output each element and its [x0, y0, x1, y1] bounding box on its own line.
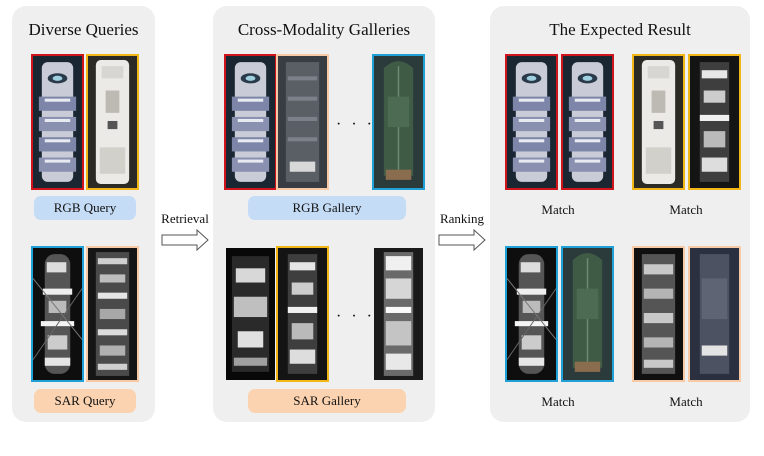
rgb-gallery-image-1[interactable]	[224, 54, 277, 190]
queries-title: Diverse Queries	[28, 20, 139, 39]
sar-query-image-1[interactable]	[31, 246, 84, 382]
ranking-arrow-icon	[438, 229, 486, 251]
rgb-query-image-1[interactable]	[31, 54, 84, 190]
rgb-gallery-image-3[interactable]	[372, 54, 425, 190]
result-sar-query-image[interactable]	[505, 246, 558, 382]
sar-gallery-image-1[interactable]	[224, 246, 277, 382]
retrieval-label: Retrieval	[161, 211, 209, 226]
match-label-bottom-right: Match	[669, 394, 703, 409]
rgb-gallery-ellipsis: · · ·	[336, 116, 375, 133]
sar-gallery-label: SAR Gallery	[248, 389, 406, 413]
result-white-query-image[interactable]	[632, 54, 685, 190]
retrieval-arrow-icon	[161, 229, 209, 251]
ranking-label: Ranking	[439, 211, 485, 226]
rgb-gallery-image-2[interactable]	[276, 54, 329, 190]
match-label-top-right: Match	[669, 202, 703, 217]
result-blur-rgb-match-image[interactable]	[688, 246, 741, 382]
result-green-match-image[interactable]	[561, 246, 614, 382]
match-label-bottom-left: Match	[541, 394, 575, 409]
rgb-query-label: RGB Query	[34, 196, 136, 220]
sar-query-label: SAR Query	[34, 389, 136, 413]
result-rgb-match-image[interactable]	[561, 54, 614, 190]
sar-gallery-image-2[interactable]	[276, 246, 329, 382]
result-sar-match-image[interactable]	[688, 54, 741, 190]
result-sar-soft-query-image[interactable]	[632, 246, 685, 382]
result-rgb-query-image[interactable]	[505, 54, 558, 190]
match-label-top-left: Match	[541, 202, 575, 217]
result-title: The Expected Result	[549, 20, 691, 39]
galleries-title: Cross-Modality Galleries	[237, 20, 411, 39]
sar-gallery-ellipsis: · · ·	[336, 308, 375, 325]
rgb-gallery-label: RGB Gallery	[248, 196, 406, 220]
rgb-query-image-2[interactable]	[86, 54, 139, 190]
sar-query-image-2[interactable]	[86, 246, 139, 382]
sar-gallery-image-3[interactable]	[372, 246, 425, 382]
